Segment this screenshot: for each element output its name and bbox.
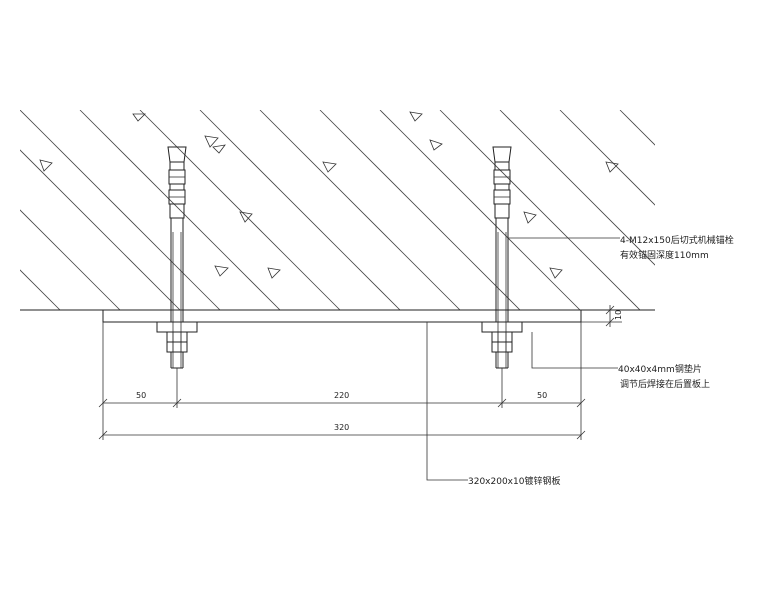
plate-thickness-value: 10 [614, 310, 623, 320]
washer-label-line1: 40x40x4mm钢垫片 [618, 363, 702, 375]
dimension-extension-lines [102, 322, 582, 440]
anchor-label-line2: 有效锚固深度110mm [620, 249, 709, 261]
plate-leader-line [426, 322, 468, 481]
plate-thickness-dimension [581, 305, 622, 327]
dimension-total: 320 [334, 423, 349, 432]
washer-leader-line [531, 332, 618, 369]
dimension-right: 50 [537, 391, 547, 400]
dimension-row-2 [98, 430, 586, 440]
anchor-bolt-right [481, 146, 523, 369]
plate-label: 320x200x10镀锌钢板 [468, 475, 560, 487]
anchor-label-line1: 4-M12x150后切式机械锚栓 [620, 234, 734, 246]
anchor-bolt-left [156, 146, 198, 369]
dimension-left: 50 [136, 391, 146, 400]
dimension-row-1 [98, 398, 586, 408]
concrete-aggregate [39, 111, 619, 279]
dimension-middle: 220 [334, 391, 349, 400]
steel-plate [102, 309, 582, 323]
concrete-hatch [20, 110, 655, 310]
washer-label-line2: 调节后焊接在后置板上 [620, 378, 710, 390]
